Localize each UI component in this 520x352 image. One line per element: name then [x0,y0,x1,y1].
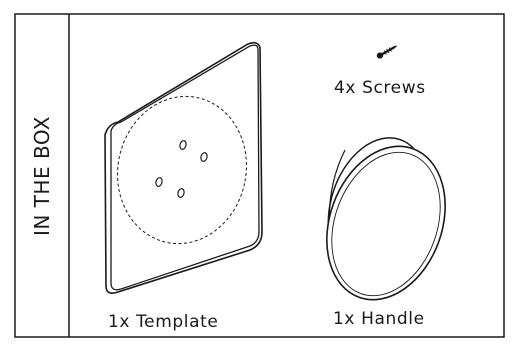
handle-label: 1x Handle [333,309,425,329]
template-label: 1x Template [108,312,218,332]
screws-label: 4x Screws [334,78,426,98]
